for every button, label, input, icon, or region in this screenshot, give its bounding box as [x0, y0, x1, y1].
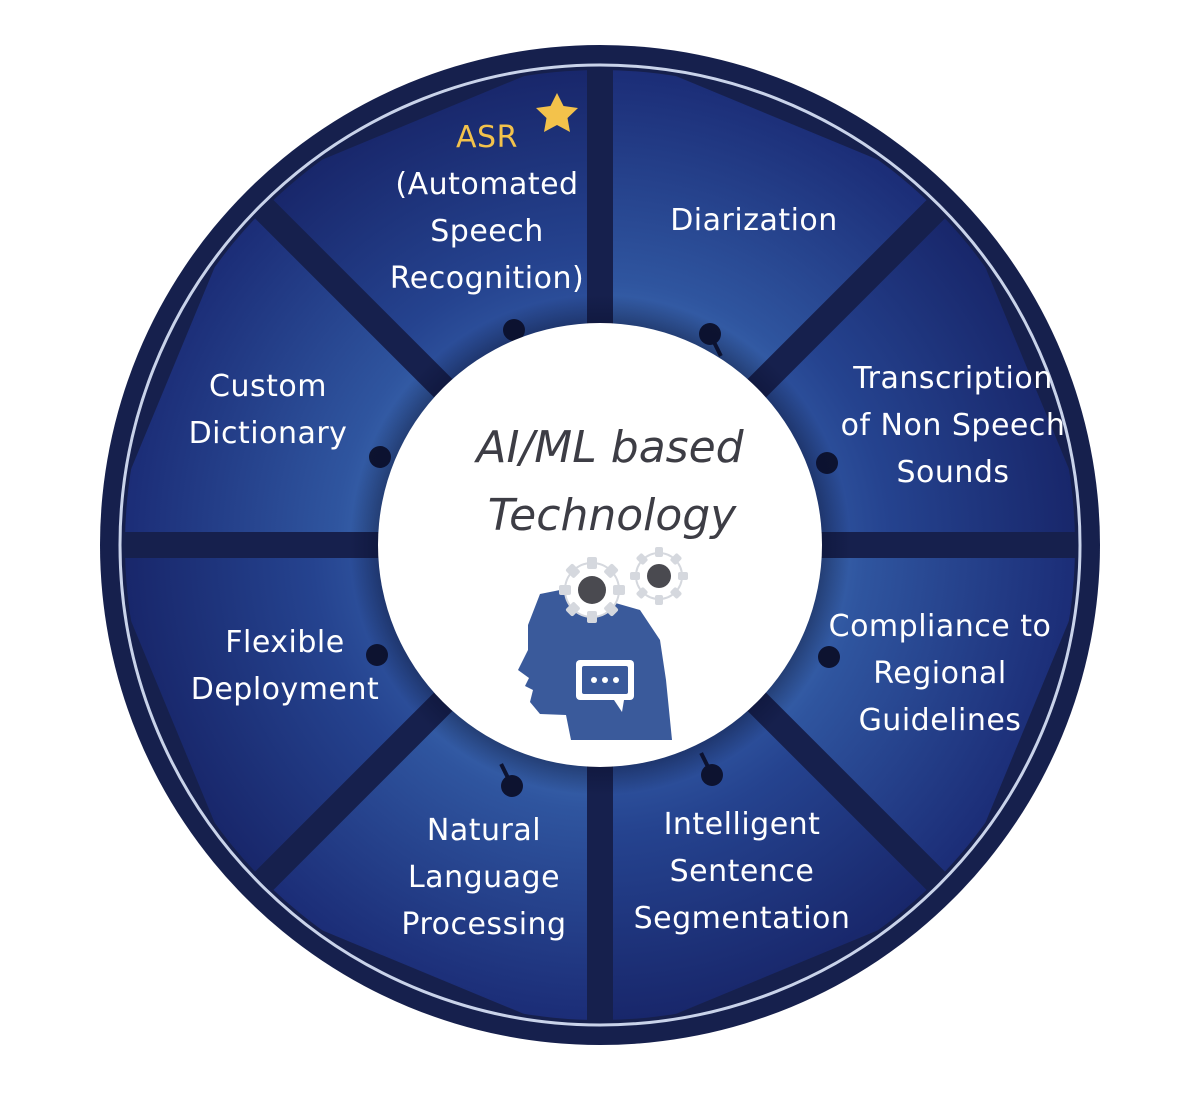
- segment-flexible-deployment-label-line-2: Deployment: [191, 672, 380, 707]
- segment-compliance-label-line-3: Guidelines: [859, 703, 1022, 738]
- gear-icon: [630, 547, 688, 605]
- segment-intelligent-segmentation-label-line-3: Segmentation: [634, 901, 851, 936]
- segment-nlp-label-line-1: Natural: [427, 813, 541, 848]
- segment-asr: [259, 70, 587, 384]
- segment-diarization-label-line-1: Diarization: [670, 203, 838, 238]
- segment-custom-dictionary-label-line-1: Custom: [209, 369, 327, 404]
- segment-custom-dictionary-label-line-2: Dictionary: [189, 416, 348, 451]
- ai-head-gears-icon: [518, 547, 688, 740]
- outer-ring-inner-line: [118, 63, 1082, 1027]
- segment-compliance: [761, 558, 1075, 886]
- segment-compliance-label-line-2: Regional: [873, 656, 1006, 691]
- star-icon: [536, 93, 578, 132]
- segment-flexible-deployment-label-line-1: Flexible: [225, 625, 344, 660]
- segment-transcription-non-speech: [761, 204, 1075, 532]
- segment-diarization: [613, 70, 941, 384]
- segment-asr-label-line-2: (Automated: [395, 167, 578, 202]
- segment-intelligent-segmentation: [613, 706, 941, 1020]
- segment-nlp-label-line-3: Processing: [401, 907, 566, 942]
- gear-icon: [559, 557, 625, 623]
- segment-intelligent-segmentation-label-line-2: Sentence: [670, 854, 815, 889]
- center-circle: [378, 323, 822, 767]
- segment-flexible-deployment: [125, 558, 439, 886]
- segment-transcription-non-speech-label-line-2: of Non Speech: [841, 408, 1066, 443]
- segment-transcription-non-speech-label-line-1: Transcription: [852, 361, 1052, 396]
- segment-intelligent-segmentation-label-line-1: Intelligent: [664, 807, 821, 842]
- segment-compliance-label-line-1: Compliance to: [829, 609, 1052, 644]
- segment-asr-label-line-4: Recognition): [390, 261, 584, 296]
- segment-transcription-non-speech-label-line-3: Sounds: [896, 455, 1009, 490]
- segment-custom-dictionary: [125, 204, 439, 532]
- segment-asr-label-line-3: Speech: [430, 214, 544, 249]
- segment-asr-label-line-1: ASR: [456, 120, 518, 155]
- center-title-line2: Technology: [488, 490, 737, 541]
- segment-nlp-label-line-2: Language: [408, 860, 560, 895]
- center-title-line1: AI/ML based: [473, 422, 744, 473]
